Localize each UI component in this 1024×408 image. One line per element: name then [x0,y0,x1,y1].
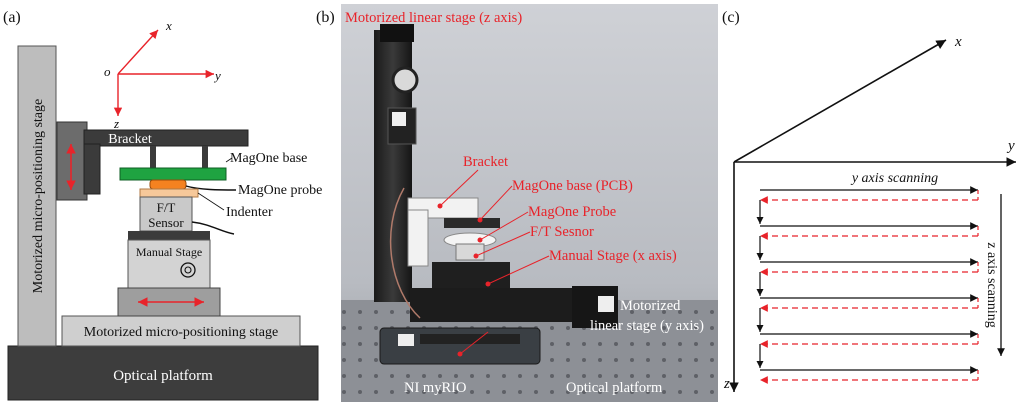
bracket-drop [83,143,101,195]
vertical-stage-label: Motorized micro-positioning stage [31,99,46,293]
c-axis-z-label: z [723,376,730,392]
horizontal-stage-block [61,315,301,347]
panel-c: (c) x y z y axis scanning z axis scannin… [722,9,1016,392]
magone-probe-block [149,179,187,190]
magone-base-block [119,167,227,181]
panel-a-axes: o x y z [104,18,221,131]
panel-a-tag: (a) [3,9,21,26]
panel-a: (a) Optical platform Motorized micro-pos… [3,9,322,401]
photo-annotations: Motorized linear stage (z axis) Bracket … [345,10,677,357]
photo-label-magone-probe: MagOne Probe [528,204,616,220]
indenter-label: Indenter [226,205,273,220]
panel-b: (b) Motorized linear stage (z axis) Brac… [316,4,718,402]
bracket-label: Bracket [108,132,152,147]
bracket-bar [83,129,249,147]
axis-x-label: x [165,18,172,33]
photo-label-y-stage-line1: Motorized [620,298,681,314]
c-y-scan-label: y axis scanning [850,171,938,186]
panel-b-tag: (b) [316,9,335,26]
c-axis-y-label: y [1006,138,1015,154]
manual-stage-label: Manual Stage [136,245,202,259]
c-z-scan-label: z axis scanning [984,242,999,328]
photo-label-optical-platform: Optical platform [566,380,663,396]
scan-path [756,186,979,384]
photo-label-magone-base: MagOne base (PCB) [512,178,633,194]
manual-stage-block [127,239,211,289]
horizontal-stage-label: Motorized micro-positioning stage [84,325,278,340]
vertical-stage-block [17,45,57,347]
photo-motor-icon [391,66,419,94]
optical-platform-label: Optical platform [113,368,213,384]
axis-z-label: z [113,116,119,131]
photo-label-ft-sensor: F/T Sesnor [530,224,594,240]
carriage-block [56,121,88,201]
axis-y-label: y [213,68,221,83]
c-axis-x-label: x [954,34,962,50]
panel-c-tag: (c) [722,9,740,26]
photo-label-bracket: Bracket [463,154,508,170]
magone-base-label: MagOne base [230,151,307,166]
indenter-block [139,188,199,198]
photo-label-y-stage-line2: linear stage (y axis) [590,318,704,334]
optical-platform-block [7,345,319,401]
photo-label-manual-stage: Manual Stage (x axis) [549,248,677,264]
c-axis-x [733,39,947,163]
ft-sensor-label-line1: F/T [157,200,176,215]
photo-label-z-stage: Motorized linear stage (z axis) [345,10,522,26]
axis-origin-label: o [104,64,111,79]
ft-sensor-label-line2: Sensor [148,215,184,230]
photo-label-myrio: NI myRIO [404,380,466,396]
manual-stage-knob-icon [180,262,196,278]
magone-probe-label: MagOne probe [238,183,322,198]
